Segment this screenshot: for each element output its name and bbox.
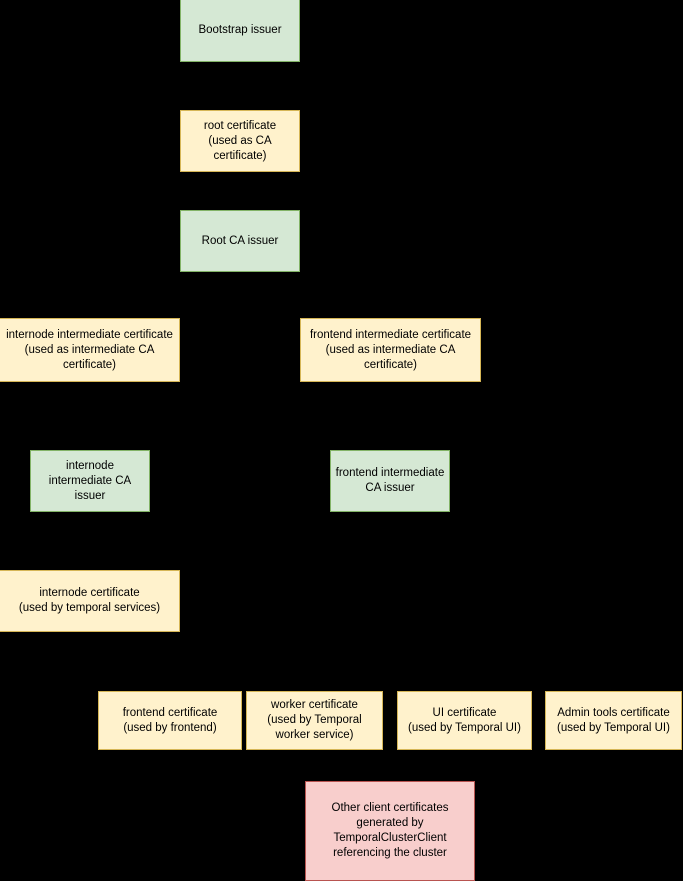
node-root-certificate[interactable]: root certificate (used as CA certificate… <box>180 110 300 172</box>
node-frontend-intermediate-ca-issuer[interactable]: frontend intermediate CA issuer <box>330 450 450 512</box>
node-worker-certificate[interactable]: worker certificate (used by Temporal wor… <box>246 691 383 750</box>
edge-root-cert-to-root-ca-issuer <box>240 172 241 210</box>
node-internode-intermediate-certificate[interactable]: internode intermediate certificate (used… <box>0 318 180 382</box>
node-frontend-certificate[interactable]: frontend certificate (used by frontend) <box>98 691 242 750</box>
edge-to-ui-certificate <box>464 670 465 691</box>
edge-frontend-issuer-down <box>390 512 391 670</box>
edge-to-worker-certificate <box>314 670 315 691</box>
edge-frontend-issuer-split <box>170 670 614 671</box>
edge-to-other-client-certificates <box>390 750 391 781</box>
edge-to-internode-intermediate-cert <box>89 292 90 318</box>
edge-to-admin-tools-certificate <box>614 670 615 691</box>
edge-to-frontend-certificate <box>170 670 171 691</box>
node-internode-certificate[interactable]: internode certificate (used by temporal … <box>0 570 180 632</box>
edge-root-ca-issuer-down <box>240 272 241 292</box>
node-ui-certificate[interactable]: UI certificate (used by Temporal UI) <box>397 691 532 750</box>
node-admin-tools-certificate[interactable]: Admin tools certificate (used by Tempora… <box>545 691 682 750</box>
node-internode-intermediate-ca-issuer[interactable]: internode intermediate CA issuer <box>30 450 150 512</box>
edge-internode-issuer-to-internode-certificate <box>89 512 90 570</box>
edge-root-ca-issuer-split <box>89 292 390 293</box>
edge-to-frontend-intermediate-cert <box>390 292 391 318</box>
node-root-ca-issuer[interactable]: Root CA issuer <box>180 210 300 272</box>
edge-bootstrap-to-root-cert <box>240 62 241 110</box>
node-frontend-intermediate-certificate[interactable]: frontend intermediate certificate (used … <box>300 318 481 382</box>
node-bootstrap-issuer[interactable]: Bootstrap issuer <box>180 0 300 62</box>
edge-frontend-cert-to-frontend-issuer <box>390 382 391 450</box>
edge-internode-cert-to-internode-issuer <box>89 382 90 450</box>
node-other-client-certificates[interactable]: Other client certificates generated by T… <box>305 781 475 881</box>
